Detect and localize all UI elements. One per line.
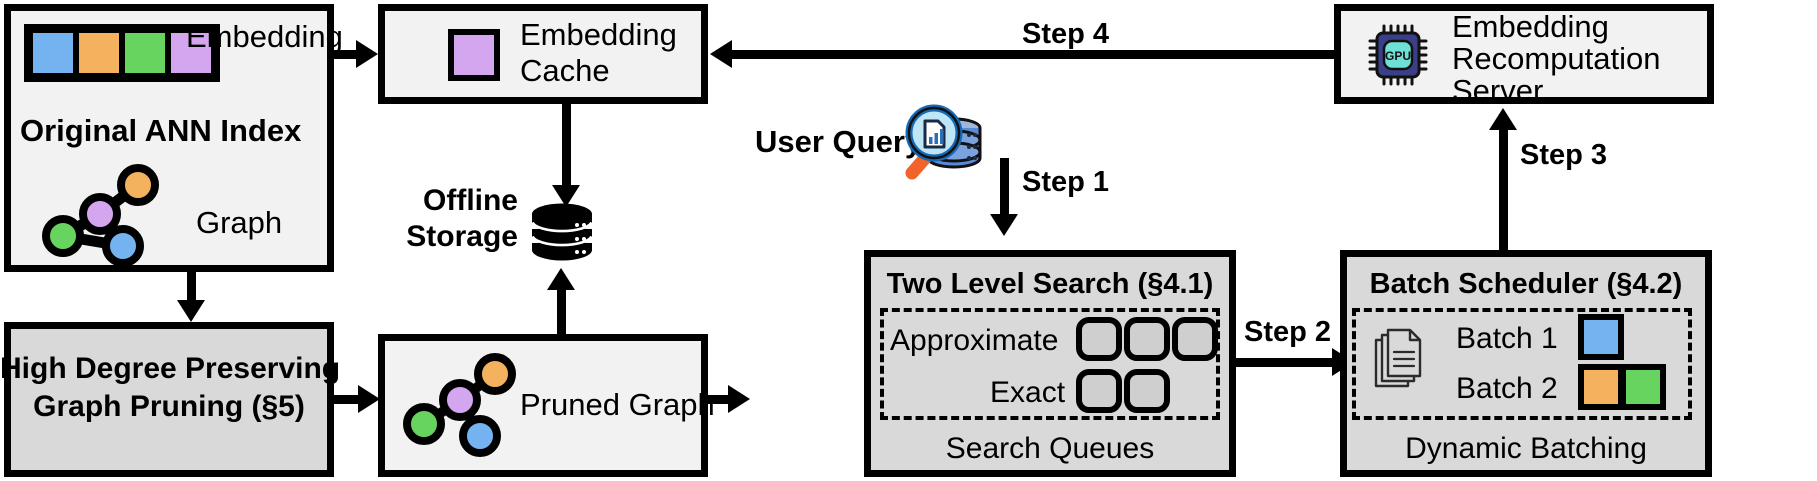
graph-pruning-box[interactable] [4,322,334,477]
arrow-step3-head [1489,108,1517,130]
recomputation-server-label-line3: Server [1452,73,1544,108]
arrow-pruned-to-search-head [728,385,750,413]
two-level-search-box[interactable] [864,250,1236,477]
approximate-slot-2[interactable] [1124,317,1170,361]
embedding-cell-4 [168,30,214,76]
arrow-step4-head [710,40,732,68]
user-query-label: User Query [755,124,923,159]
arrow-pruning-to-pruned-line [334,395,372,404]
embedding-cell-3 [122,30,168,76]
offline-storage-label-line2: Storage [406,220,518,253]
embedding-cache-box[interactable] [378,4,708,104]
approximate-row-label: Approximate [890,324,1059,357]
embedding-label: Embedding [186,19,343,54]
batch1-label: Batch 1 [1456,322,1558,355]
approximate-slot-1[interactable] [1076,317,1122,361]
arrow-index-to-cache-line [334,50,370,59]
arrow-cache-to-storage-line [562,104,571,190]
arrow-step3-line [1499,128,1508,250]
step4-label: Step 4 [1022,18,1110,50]
arrow-cache-to-storage-head [552,185,580,207]
arrow-index-to-cache-head [356,40,378,68]
gpu-chip-icon: GPU [1368,24,1432,86]
exact-row-label: Exact [990,376,1066,409]
search-queues-dashed-region [880,308,1220,420]
arrow-step4-line [728,50,1334,59]
arrow-step2-line [1236,358,1346,367]
embedding-cache-label-line1: Embedding [520,17,677,52]
graph-label: Graph [196,205,283,240]
pruned-graph-label: Pruned Graph [520,387,715,422]
approximate-slot-3[interactable] [1172,317,1218,361]
dynamic-batching-dashed-region [1352,308,1692,420]
arrow-pruning-to-pruned-head [358,385,380,413]
offline-storage-label-line1: Offline [423,184,518,217]
embedding-cache-label-line2: Cache [520,53,610,88]
batch1-chip-1 [1578,314,1624,360]
exact-slot-1[interactable] [1076,369,1122,413]
arrow-step1-head [990,214,1018,236]
arrow-index-to-pruning-line [187,272,196,304]
step1-label: Step 1 [1022,166,1110,198]
dynamic-batching-footer: Dynamic Batching [1405,432,1647,465]
embedding-cell-2 [76,30,122,76]
batch2-label: Batch 2 [1456,372,1558,405]
batch-scheduler-title: Batch Scheduler (§4.2) [1369,268,1683,300]
query-search-database-icon [900,101,986,181]
arrow-step1-line [1000,158,1009,220]
database-cylinder-icon [531,203,593,263]
arrow-pruned-to-storage-line [557,290,566,334]
batch2-chip-2 [1620,364,1666,410]
gpu-chip-icon-text: GPU [1385,49,1411,63]
arrow-pruned-to-storage-head [547,268,575,290]
embedding-strip [24,24,220,82]
arrow-index-to-pruning-head [177,300,205,322]
embedding-cache-icon [448,29,500,81]
pruned-graph-illustration [402,353,532,457]
step3-label: Step 3 [1520,139,1608,171]
documents-stack-icon [1372,326,1428,396]
search-queues-footer: Search Queues [945,432,1155,465]
original-ann-index-title: Original ANN Index [20,113,302,148]
original-graph-illustration [38,164,178,267]
batch2-chip-1 [1578,364,1624,410]
exact-slot-2[interactable] [1124,369,1170,413]
recomputation-server-label-line2: Recomputation [1452,41,1661,76]
recomputation-server-label-line1: Embedding [1452,9,1609,44]
step2-label: Step 2 [1244,316,1332,348]
graph-pruning-label-line2: Graph Pruning (§5) [33,390,305,423]
graph-pruning-label-line1: High Degree Preserving [0,352,341,385]
two-level-search-title: Two Level Search (§4.1) [886,268,1214,300]
embedding-cell-1 [30,30,76,76]
arrow-pruned-to-search-line [708,395,740,404]
